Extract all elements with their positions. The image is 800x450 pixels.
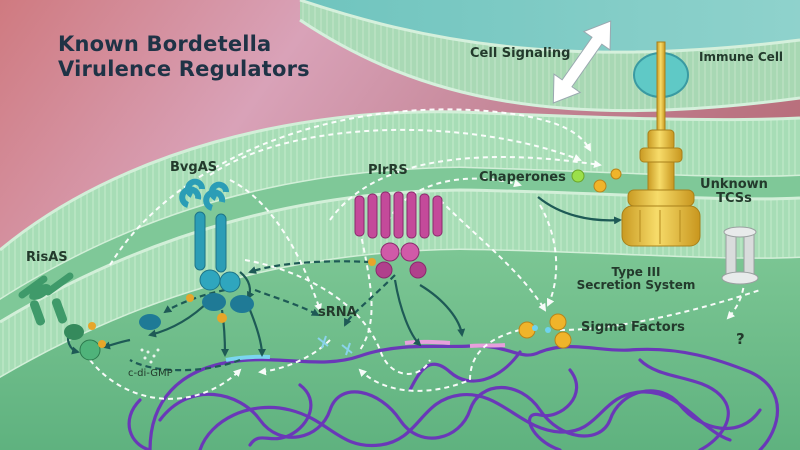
plrrs-sensor (354, 191, 443, 279)
srna-label: sRNA (318, 305, 357, 320)
outer-membrane (0, 111, 800, 300)
bvgas-label: BvgAS (170, 160, 218, 175)
t3ss-line-1: Type III (611, 265, 661, 279)
unknown-tcs-line-1: Unknown (700, 177, 768, 192)
signal-arrows-dark (66, 196, 622, 372)
t3ss-line-2: Secretion System (576, 278, 696, 293)
unknown-question-mark: ? (736, 330, 745, 348)
cdigmp-label: c-di-GMP (128, 368, 173, 379)
type-iii-secretion-system (621, 41, 701, 247)
risas-sensor (18, 272, 106, 361)
bvgas-sensor (139, 178, 254, 330)
title-line-2: Virulence Regulators (58, 56, 310, 81)
sigma-factors-label: Sigma Factors (581, 320, 685, 335)
unknown-tcs-label: Unknown TCSs (700, 177, 768, 207)
risas-label: RisAS (26, 250, 68, 265)
srna-molecules (317, 335, 353, 356)
immune-cell-label: Immune Cell (699, 50, 784, 64)
immune-cell-body (300, 0, 800, 53)
t3ss-label: Type III Secretion System (574, 265, 698, 293)
unknown-tcs-line-2: TCSs (716, 191, 752, 207)
cell-signaling-label: Cell Signaling (470, 46, 571, 61)
cytoplasm (0, 250, 800, 450)
sigma-factors (518, 313, 572, 349)
cell-signaling-arrow (552, 20, 612, 104)
chaperone-molecules (571, 168, 622, 193)
title-line-1: Known Bordetella (58, 32, 272, 56)
signal-arrows-white (89, 108, 761, 400)
unknown-tcs (721, 226, 759, 285)
chaperones-label: Chaperones (479, 170, 566, 185)
plrrs-label: PlrRS (368, 163, 408, 178)
diagram-title: Known Bordetella Virulence Regulators (58, 32, 310, 82)
cdigmp-dots (140, 348, 160, 364)
